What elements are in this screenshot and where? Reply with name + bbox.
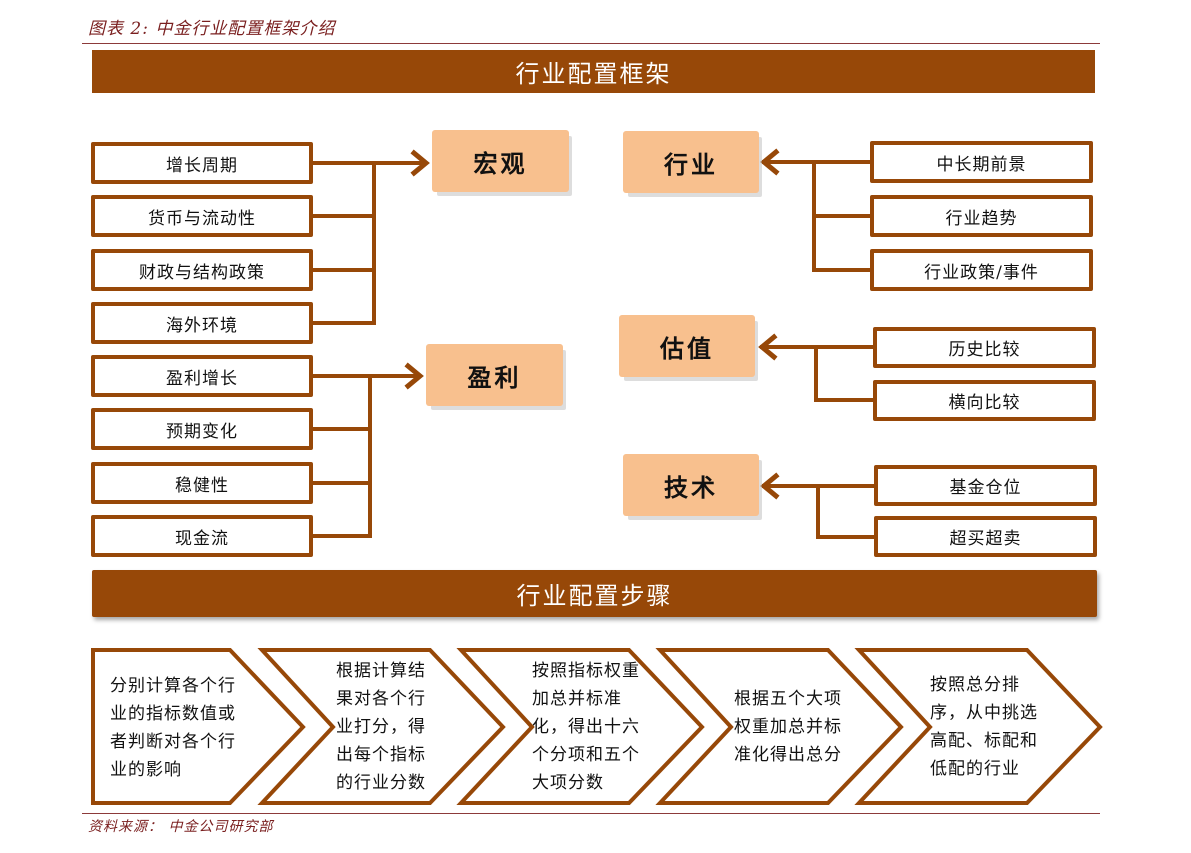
earnings-arrowhead: [404, 362, 424, 390]
step-line: 加总并标准: [532, 689, 622, 709]
framework-title: 行业配置框架: [515, 60, 672, 88]
step-chevron-2: [257, 648, 506, 805]
factor-box-macro-3: 财政与结构政策: [91, 249, 313, 291]
step-line: 业的指标数值或: [110, 704, 236, 724]
step-line: 出每个指标: [336, 745, 426, 765]
category-label: 技术: [664, 472, 718, 502]
factor-label: 基金仓位: [949, 478, 1022, 498]
category-technical: 技术: [623, 454, 759, 516]
steps-title: 行业配置步骤: [516, 582, 673, 610]
factor-box-earnings-2: 预期变化: [91, 408, 313, 450]
figure-title: 图表 2: 中金行业配置框架介绍: [88, 19, 336, 39]
valuation-arrowhead: [758, 333, 778, 361]
technical-arrowhead: [760, 472, 780, 500]
step-chevron-3: [456, 648, 705, 805]
factor-box-macro-4: 海外环境: [91, 302, 313, 344]
valuation-connectors: [758, 333, 876, 402]
factor-box-valuation-2: 横向比较: [873, 380, 1096, 421]
factor-box-macro-2: 货币与流动性: [91, 195, 313, 237]
step-text-1: 分别计算各个行 业的指标数值或 者判断对各个行 业的影响: [110, 672, 260, 784]
step-text-3: 按照指标权重 加总并标准 化，得出十六 个分项和五个 大项分数: [532, 657, 662, 797]
category-industry: 行业: [623, 131, 759, 193]
step-line: 个分项和五个: [532, 745, 640, 765]
factor-box-industry-2: 行业趋势: [870, 195, 1093, 237]
step-line: 按照指标权重: [532, 661, 640, 681]
step-line: 果对各个行: [336, 689, 426, 709]
factor-label: 横向比较: [948, 393, 1021, 413]
step-text-2: 根据计算结 果对各个行 业打分，得 出每个指标 的行业分数: [336, 657, 446, 797]
earnings-connectors: [311, 362, 424, 538]
step-line: 分别计算各个行: [110, 676, 236, 696]
factor-box-earnings-3: 稳健性: [91, 462, 313, 504]
step-line: 大项分数: [532, 773, 604, 793]
category-valuation: 估值: [619, 315, 755, 377]
step-chevron-4: [655, 648, 904, 805]
factor-label: 行业趋势: [945, 208, 1018, 229]
factor-box-valuation-1: 历史比较: [873, 327, 1096, 368]
factor-label: 中长期前景: [936, 154, 1027, 175]
step-line: 者判断对各个行: [110, 732, 236, 752]
step-text-5: 按照总分排 序，从中挑选 高配、标配和 低配的行业: [930, 671, 1060, 783]
step-line: 权重加总并标: [734, 717, 842, 737]
factor-box-macro-1: 增长周期: [91, 142, 313, 184]
factor-label: 增长周期: [166, 155, 238, 176]
step-line: 业的影响: [110, 760, 182, 780]
macro-arrowhead: [410, 149, 430, 177]
category-label: 行业: [664, 149, 718, 179]
step-line: 化，得出十六: [532, 717, 640, 737]
factor-box-technical-1: 基金仓位: [874, 465, 1097, 506]
factor-label: 货币与流动性: [148, 208, 256, 229]
category-macro: 宏观: [432, 130, 569, 192]
factor-label: 海外环境: [166, 315, 238, 336]
step-line: 按照总分排: [930, 675, 1020, 695]
category-label: 盈利: [467, 362, 522, 392]
factor-box-industry-1: 中长期前景: [870, 141, 1093, 183]
category-earnings: 盈利: [426, 344, 563, 406]
factor-label: 历史比较: [948, 340, 1021, 360]
technical-connectors: [760, 472, 878, 539]
industry-connectors: [760, 148, 874, 272]
factor-label: 稳健性: [175, 475, 229, 496]
industry-arrowhead: [760, 148, 780, 176]
step-line: 根据五个大项: [734, 689, 842, 709]
step-text-4: 根据五个大项 权重加总并标 准化得出总分: [734, 685, 864, 769]
framework-banner: 行业配置框架: [92, 50, 1095, 93]
factor-box-earnings-4: 现金流: [91, 515, 313, 557]
footer-rule: [82, 813, 1100, 814]
step-line: 序，从中挑选: [930, 703, 1038, 723]
factor-label: 盈利增长: [166, 368, 238, 389]
factor-label: 超买超卖: [949, 529, 1022, 549]
step-line: 根据计算结: [336, 661, 426, 681]
factor-label: 预期变化: [166, 421, 238, 442]
factor-label: 行业政策/事件: [924, 262, 1039, 283]
factor-label: 财政与结构政策: [139, 262, 265, 283]
macro-connectors: [311, 149, 430, 325]
step-chevron-5: [854, 648, 1103, 805]
step-line: 低配的行业: [930, 759, 1020, 779]
header-rule: [82, 43, 1100, 44]
steps-banner: 行业配置步骤: [92, 570, 1097, 617]
source-note: 资料来源： 中金公司研究部: [88, 819, 274, 835]
factor-box-industry-3: 行业政策/事件: [870, 249, 1093, 291]
factor-box-earnings-1: 盈利增长: [91, 355, 313, 397]
category-label: 估值: [660, 333, 714, 363]
step-line: 的行业分数: [336, 773, 426, 793]
step-chevron-1: [91, 648, 306, 805]
factor-box-technical-2: 超买超卖: [874, 516, 1097, 557]
category-label: 宏观: [473, 148, 528, 178]
factor-label: 现金流: [175, 528, 229, 549]
step-line: 准化得出总分: [734, 745, 842, 765]
step-line: 业打分，得: [336, 717, 426, 737]
step-line: 高配、标配和: [930, 731, 1038, 751]
